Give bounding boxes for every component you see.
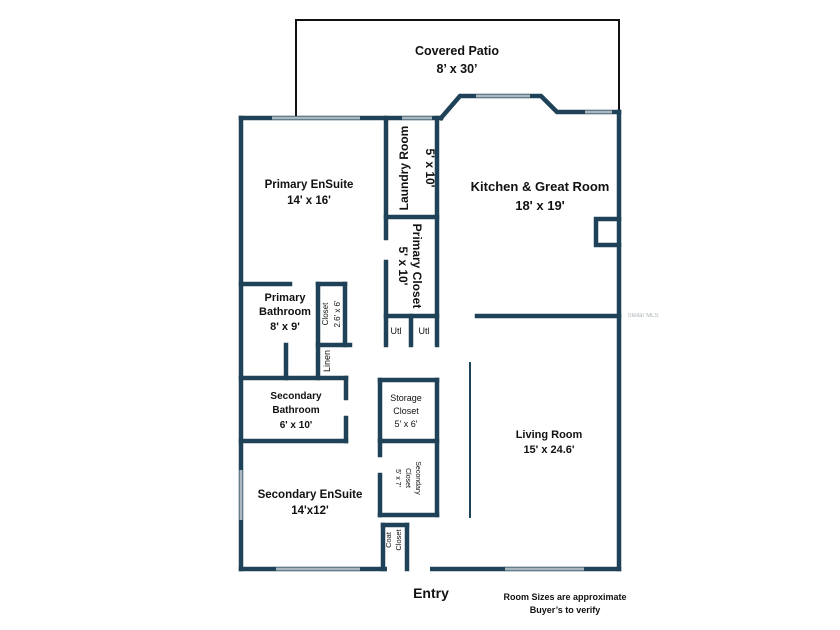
secondary-bathroom-size: 6' x 10': [280, 420, 313, 431]
primary-ensuite-name: Primary EnSuite: [265, 179, 354, 191]
secondary-ensuite-name: Secondary EnSuite: [258, 489, 363, 501]
secondary-ensuite-size: 14'x12': [291, 505, 329, 517]
small-closet-size: 2.6' x 6': [333, 300, 342, 328]
primary-bathroom-size: 8' x 9': [270, 321, 300, 333]
secondary-closet-name-1: Secondary: [414, 461, 421, 495]
primary-closet-size: 5' x 10': [396, 246, 410, 285]
secondary-closet-name-2: Closet: [404, 468, 411, 488]
living-room-size: 15' x 24.6': [523, 444, 574, 456]
laundry-room-size: 5' x 10': [423, 148, 437, 187]
utl-right-label: Utl: [419, 326, 430, 336]
secondary-bathroom-name-2: Bathroom: [272, 405, 319, 416]
primary-closet-name: Primary Closet: [410, 224, 424, 309]
storage-closet-name-1: Storage: [390, 393, 422, 403]
entry-label: Entry: [413, 585, 449, 601]
covered-patio-name: Covered Patio: [415, 44, 499, 58]
primary-bathroom-name-1: Primary: [265, 292, 307, 304]
utl-left-label: Utl: [391, 326, 402, 336]
disclaimer-line-1: Room Sizes are approximate: [503, 592, 626, 602]
coat-closet-name-2: Closet: [394, 528, 403, 550]
kitchen-great-room-size: 18' x 19': [515, 198, 565, 213]
windows: [239, 94, 612, 571]
coat-closet-name-1: Coat: [384, 531, 393, 548]
watermark-text: Stellar MLS: [627, 313, 658, 319]
linen-closet-label: Linen: [322, 350, 332, 372]
storage-closet-size: 5' x 6': [395, 419, 418, 429]
living-room-name: Living Room: [516, 429, 583, 441]
interior-walls: [238, 115, 622, 572]
secondary-closet-size: 5' x 7': [394, 469, 401, 487]
disclaimer-line-2: Buyer’s to verify: [530, 605, 601, 615]
secondary-bathroom-name-1: Secondary: [270, 391, 322, 402]
laundry-room-name: Laundry Room: [397, 126, 411, 211]
primary-bathroom-name-2: Bathroom: [259, 306, 311, 318]
storage-closet-name-2: Closet: [393, 406, 419, 416]
primary-ensuite-size: 14' x 16': [287, 195, 331, 207]
covered-patio-size: 8’ x 30’: [436, 62, 477, 76]
covered-patio-outline: [295, 19, 620, 118]
small-closet-name: Closet: [321, 302, 330, 325]
kitchen-great-room-name: Kitchen & Great Room: [471, 179, 610, 194]
